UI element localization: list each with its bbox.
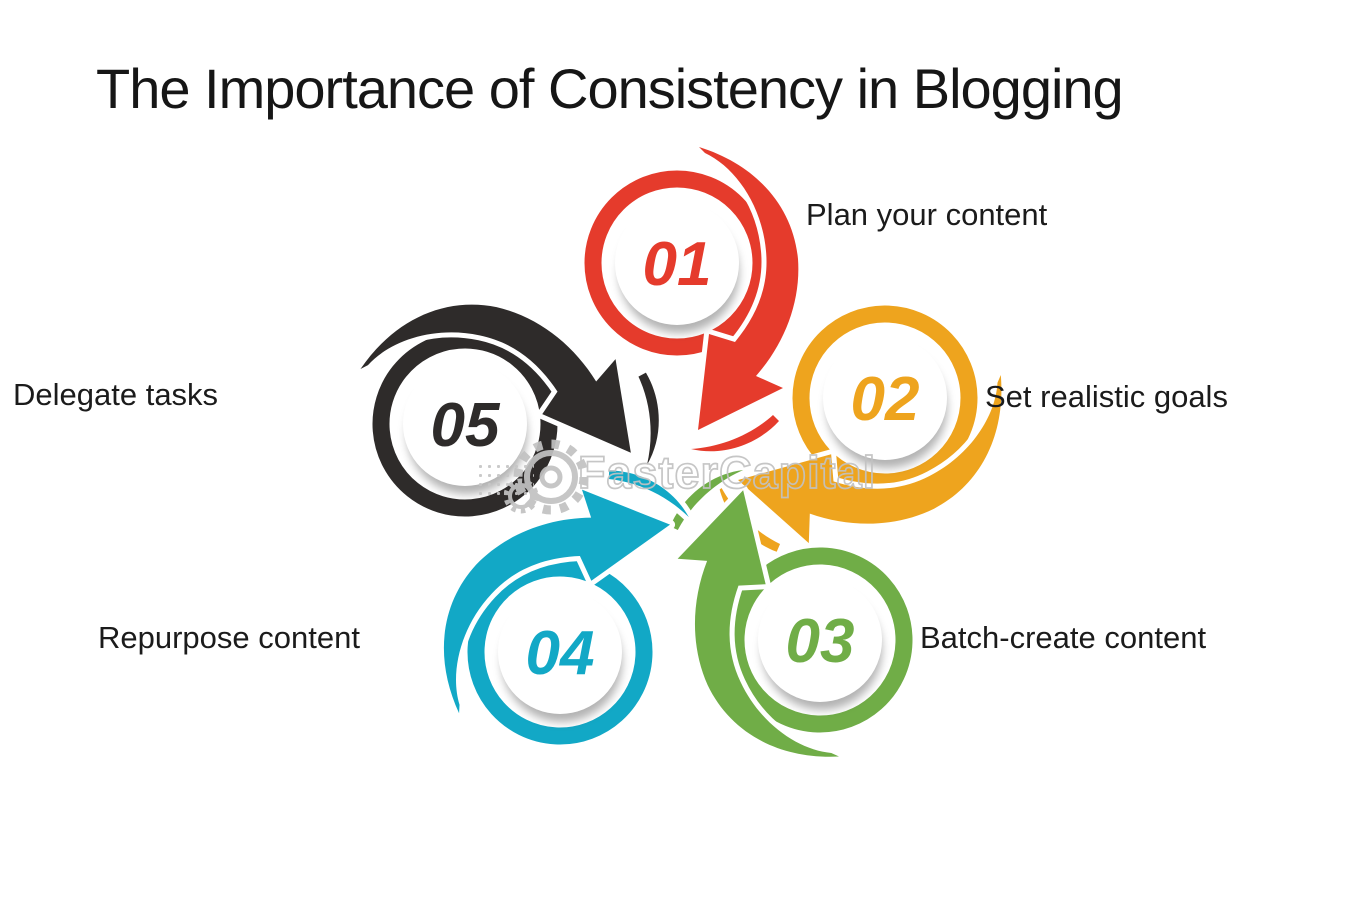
step-2-graphic: 02 — [662, 305, 1112, 655]
step-4-label: Repurpose content — [98, 620, 360, 655]
step-3-arrow-icon — [642, 434, 913, 790]
step-4-number: 04 — [526, 619, 595, 688]
step-5-number: 05 — [431, 391, 501, 460]
step-1-arrow-icon — [584, 147, 798, 451]
step-1-number: 01 — [643, 230, 712, 299]
step-3-graphic: 03 — [597, 447, 913, 897]
page-title: The Importance of Consistency in Bloggin… — [96, 56, 1124, 120]
step-2-circle — [823, 336, 947, 460]
step-2-arrow-icon — [679, 305, 1038, 581]
step-1-graphic: 01 — [584, 70, 904, 520]
step-2-number: 02 — [851, 365, 920, 434]
step-4-arrow-icon — [393, 436, 757, 745]
step-1-label: Plan your content — [806, 197, 1048, 232]
step-3-number: 03 — [786, 607, 855, 676]
step-5-circle — [403, 362, 527, 486]
step-2-label: Set realistic goals — [985, 379, 1228, 414]
step-3-label: Batch-create content — [920, 620, 1207, 655]
step-5-graphic: 05 — [242, 231, 692, 517]
infographic-canvas: The Importance of Consistency in Bloggin… — [13, 56, 1228, 769]
step-4-circle — [498, 590, 622, 714]
step-1-circle — [615, 201, 739, 325]
step-3-circle — [758, 578, 882, 702]
step-4-graphic: 04 — [337, 459, 787, 745]
step-5-label: Delegate tasks — [13, 377, 219, 412]
